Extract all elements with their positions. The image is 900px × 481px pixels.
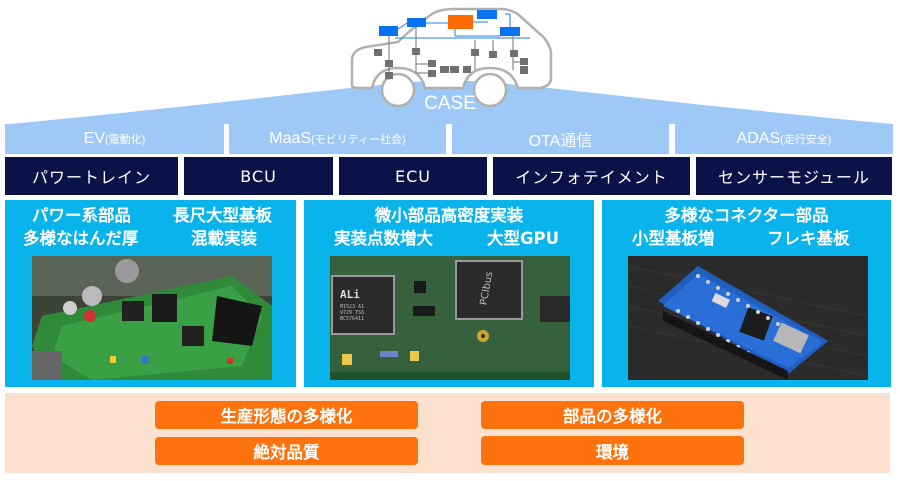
trend-main: MaaS xyxy=(269,130,312,147)
panel-text: 小型基板増 xyxy=(632,229,715,248)
panel-text: フレキ基板 xyxy=(767,229,850,248)
issue-environment: 環境 xyxy=(481,436,744,465)
trend-adas: ADAS(走行安全) xyxy=(675,124,893,154)
small-board-photo xyxy=(628,256,868,380)
case-label: CASE xyxy=(424,93,476,114)
svg-text:M1523 A1: M1523 A1 xyxy=(340,304,364,310)
panel-text: 混載実装 xyxy=(191,229,257,248)
trend-sub: (モビリティー社会) xyxy=(311,134,406,146)
high-density-pcb-photo: ALi M1523 A1 9729 TS6 BC576411 PCIbus xyxy=(330,256,570,380)
issues-area xyxy=(5,393,890,473)
issue-production-diversity: 生産形態の多様化 xyxy=(155,401,418,429)
svg-text:BC576411: BC576411 xyxy=(340,316,364,322)
panel-text: 多様なはんだ厚 xyxy=(23,229,139,248)
module-infotainment: インフォテイメント xyxy=(493,157,690,195)
panel-text: 大型GPU xyxy=(487,229,560,248)
panel-text: 微小部品高密度実装 xyxy=(374,206,524,225)
panel-high-density: 微小部品高密度実装 実装点数増大 大型GPU ALi M1523 A1 9729… xyxy=(304,200,594,387)
issue-component-diversity: 部品の多様化 xyxy=(481,401,744,429)
panel-text: パワー系部品 xyxy=(32,206,131,225)
issue-absolute-quality: 絶対品質 xyxy=(155,437,418,465)
panel-text: 多様なコネクター部品 xyxy=(664,206,829,225)
module-ecu: ECU xyxy=(339,157,487,195)
panel-connectors: 多様なコネクター部品 小型基板増 フレキ基板 xyxy=(602,200,891,387)
module-powertrain: パワートレイン xyxy=(5,157,178,195)
svg-text:9729 TS6: 9729 TS6 xyxy=(340,310,364,316)
panel-text: 長尺大型基板 xyxy=(173,206,272,225)
svg-text:ALi: ALi xyxy=(340,288,360,301)
panel-power-components: パワー系部品 長尺大型基板 多様なはんだ厚 混載実装 xyxy=(5,200,296,387)
trend-main: ADAS xyxy=(736,130,781,147)
module-bcu: BCU xyxy=(184,157,333,195)
trend-sub: (電動化) xyxy=(105,134,146,146)
panel-text: 実装点数増大 xyxy=(334,229,433,248)
trend-ota: OTA通信 xyxy=(452,124,669,154)
trend-sub: (走行安全) xyxy=(780,134,832,146)
case-roof-illustration xyxy=(10,7,892,124)
trend-ev: EV(電動化) xyxy=(5,124,224,154)
trend-main: EV xyxy=(83,130,105,147)
module-sensor: センサーモジュール xyxy=(696,157,892,195)
trend-main: OTA通信 xyxy=(528,133,593,150)
power-pcb-photo xyxy=(32,256,272,380)
trend-maas: MaaS(モビリティー社会) xyxy=(229,124,446,154)
